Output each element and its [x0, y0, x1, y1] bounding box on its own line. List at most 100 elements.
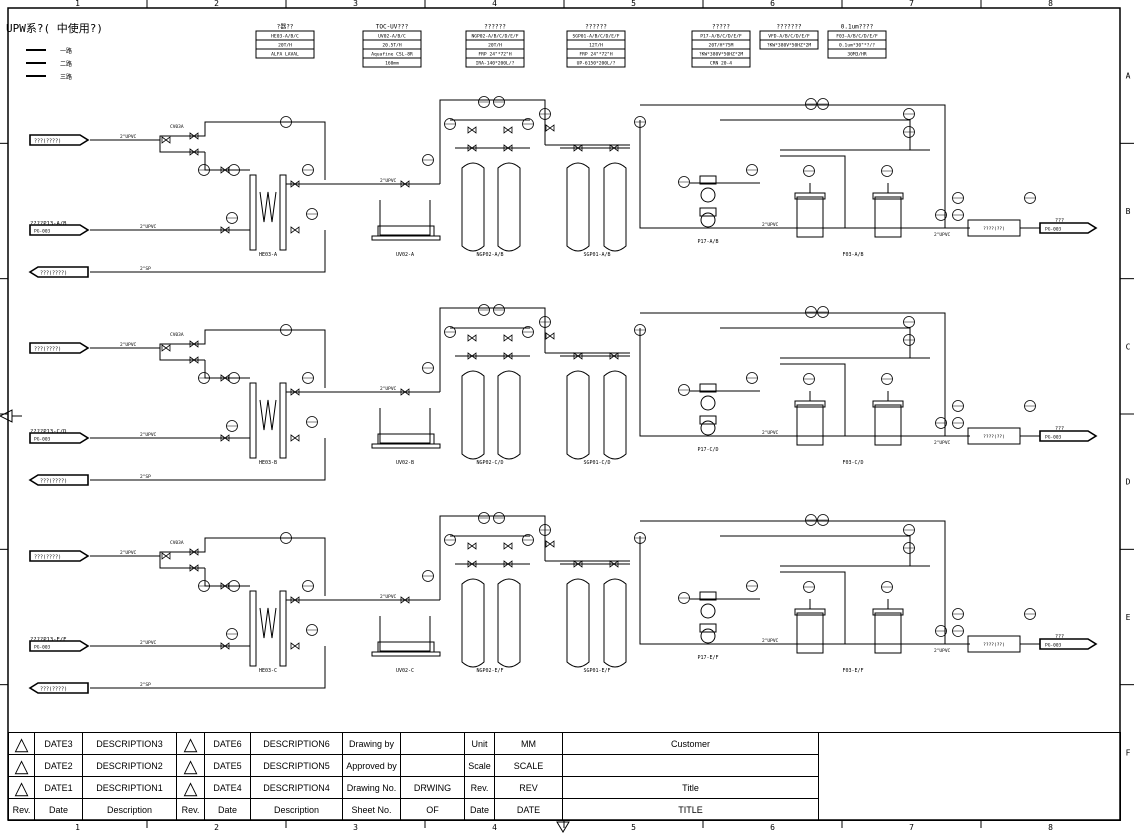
field-label: Date: [464, 798, 495, 821]
spec-box-value: FRP 24"*72"H: [478, 52, 511, 58]
rev-date: DATE4: [204, 776, 251, 799]
spec-box-cell: [691, 57, 751, 68]
return-connector-icon: [28, 474, 89, 486]
rev-date: DATE5: [204, 754, 251, 777]
exchanger-plate: [279, 174, 287, 251]
inlet-label: ???(????): [34, 347, 61, 353]
outlet-sub-label: PG-003: [1045, 227, 1062, 233]
exchanger-coil-icon: [259, 399, 277, 431]
spec-box-value: ALFA LAVAL: [271, 52, 299, 58]
spec-box-value: 160mm: [385, 61, 399, 67]
equipment-tag: P17-C/D: [697, 447, 718, 453]
pipe-line: [90, 329, 326, 388]
rev-date: DATE6: [204, 732, 251, 755]
valve-icon: [467, 144, 477, 152]
vfd-box-icon: [699, 591, 717, 601]
valve-icon: [189, 548, 199, 556]
pipe-line: [90, 537, 326, 596]
cartridge-filter-icon: [796, 404, 824, 446]
pipe-line: [639, 536, 720, 645]
pipe-line: [639, 328, 720, 437]
spec-box-value: ?KW*380V*50HZ*2M: [767, 43, 811, 49]
title-field: Title: [562, 776, 819, 799]
return-connector-icon: [28, 682, 89, 694]
supply-label: ????P13-C/D: [30, 429, 66, 435]
spec-box-value: IRA-140*200L/?: [476, 61, 515, 67]
equipment-tag: UV02-C: [396, 668, 414, 674]
grid-col-label-top: 7: [909, 0, 914, 8]
rev-date: Date: [204, 798, 251, 821]
rev-date: DATE3: [34, 732, 83, 755]
spec-box-title: ?????: [712, 24, 730, 31]
logo-area: [818, 732, 1121, 821]
equipment-tag: UV02-B: [396, 460, 414, 466]
field-label: Drawing No.: [342, 776, 401, 799]
resin-vessel-icon: [566, 162, 590, 252]
process-trains: ???(????)????P13-A/BPG-003???(????)2"SP2…: [28, 96, 1098, 694]
pipe-line: [439, 307, 546, 392]
pump-icon: [700, 187, 716, 203]
return-label: ???(????): [40, 271, 67, 277]
exchanger-plate: [279, 590, 287, 667]
filter-cap-icon: [794, 400, 826, 408]
pipe-line: [720, 119, 911, 150]
rev-description: DESCRIPTION3: [82, 732, 177, 755]
rev-marker: Rev.: [176, 798, 205, 821]
rev-description: DESCRIPTION5: [250, 754, 343, 777]
valve-icon: [161, 136, 171, 144]
valve-icon: [290, 388, 300, 396]
valve-icon: [189, 148, 199, 156]
resin-vessel-icon: [497, 162, 521, 252]
pipe-line: [90, 646, 326, 689]
pipe-size-label: 2"UPVC: [120, 550, 137, 556]
legend-label: 一路: [60, 47, 72, 55]
rev-description: DESCRIPTION1: [82, 776, 177, 799]
spec-box-value: VFD-A/B/C/D/E/F: [768, 34, 810, 40]
valve-icon: [161, 344, 171, 352]
cartridge-filter-icon: [874, 612, 902, 654]
exchanger-coil-icon: [259, 191, 277, 223]
resin-vessel-icon: [603, 370, 627, 460]
field-value: OF: [400, 798, 465, 821]
heat-exchanger: [249, 174, 287, 251]
grid-col-label-top: 4: [492, 0, 497, 8]
field-label: Drawing by: [342, 732, 401, 755]
pump-icon: [700, 420, 716, 436]
offpage-connector-icon: [1039, 430, 1098, 442]
grid-col-label-bottom: 5: [631, 823, 636, 832]
pipe-size-label: 2"UPVC: [140, 432, 157, 438]
rev-date: DATE2: [34, 754, 83, 777]
grid-col-label-bottom: 7: [909, 823, 914, 832]
cartridge-filter-icon: [874, 404, 902, 446]
pipe-line: [90, 121, 326, 180]
pipe-line: [90, 438, 326, 481]
vfd-box-icon: [699, 623, 717, 633]
valve-icon: [503, 560, 513, 568]
valve-icon: [503, 126, 513, 134]
pipe-line: [720, 327, 911, 358]
field-label: Approved by: [342, 754, 401, 777]
return-label: ???(????): [40, 479, 67, 485]
pump-icon: [700, 603, 716, 619]
grid-row-label-right: E: [1126, 613, 1131, 622]
pipe-size-label: 2"UPVC: [120, 134, 137, 140]
grid-col-label-bottom: 6: [770, 823, 775, 832]
equipment-tag: NGP02-A/B: [476, 252, 503, 258]
pipe-size-label: 2"UPVC: [380, 178, 397, 184]
process-train: ???(????)????P13-C/DPG-003???(????)2"SP2…: [28, 304, 1098, 486]
offpage-connector-icon: [29, 550, 90, 562]
tank-label: ????(??): [983, 642, 1005, 648]
exchanger-plate: [249, 174, 257, 251]
pipe-size-label: 2"UPVC: [934, 648, 951, 654]
valve-icon: [545, 540, 555, 548]
pipe-size-label: 2"UPVC: [140, 224, 157, 230]
field-label: Sheet No.: [342, 798, 401, 821]
resin-vessel-icon: [461, 578, 485, 668]
filter-cap-icon: [794, 608, 826, 616]
spec-box-value: FRP 24"*72"H: [579, 52, 612, 58]
offpage-connector-icon: [29, 342, 90, 354]
outlet-label: ???: [1055, 218, 1064, 224]
pipe-line: [204, 568, 250, 587]
pipe-line: [204, 152, 250, 171]
